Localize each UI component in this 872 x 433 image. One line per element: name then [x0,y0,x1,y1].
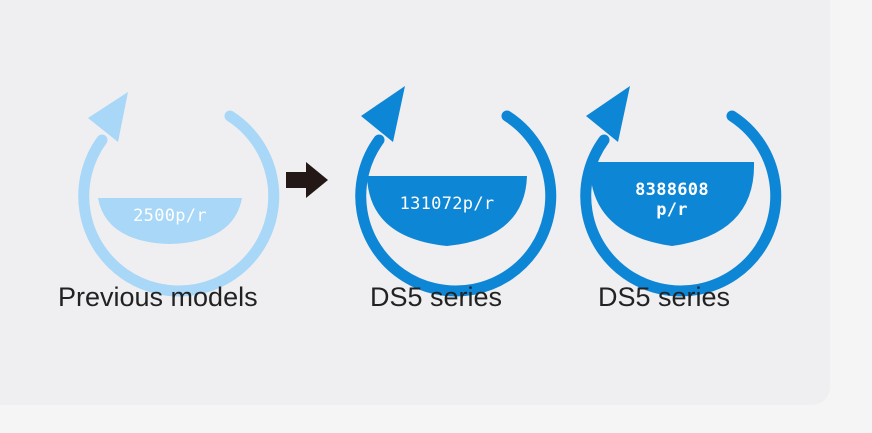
gauge-value-line-1: 8388608 [635,180,709,200]
gauge-previous-models: 2500p/r [58,80,280,297]
gauge-value-line-2: p/r [656,200,688,220]
caption-ds5-series-1: DS5 series [370,282,503,312]
gauge-value: 8388608 p/r [612,180,732,220]
gauge-value: 131072p/r [399,194,495,214]
content-panel: 2500p/r 131072p/r 8388608 p/r [58,80,782,312]
rotation-arrow-icon [355,86,557,297]
rotation-arrow-icon [78,92,280,297]
rotation-arrow-icon [580,86,782,297]
gauge-value: 2500p/r [133,206,207,226]
gauge-ds5-series-2: 8388608 p/r [560,80,782,297]
right-arrow-icon [286,162,328,198]
caption-previous-models: Previous models [58,282,258,312]
gauge-ds5-series-1: 131072p/r [335,80,557,297]
caption-ds5-series-2: DS5 series [598,282,731,312]
